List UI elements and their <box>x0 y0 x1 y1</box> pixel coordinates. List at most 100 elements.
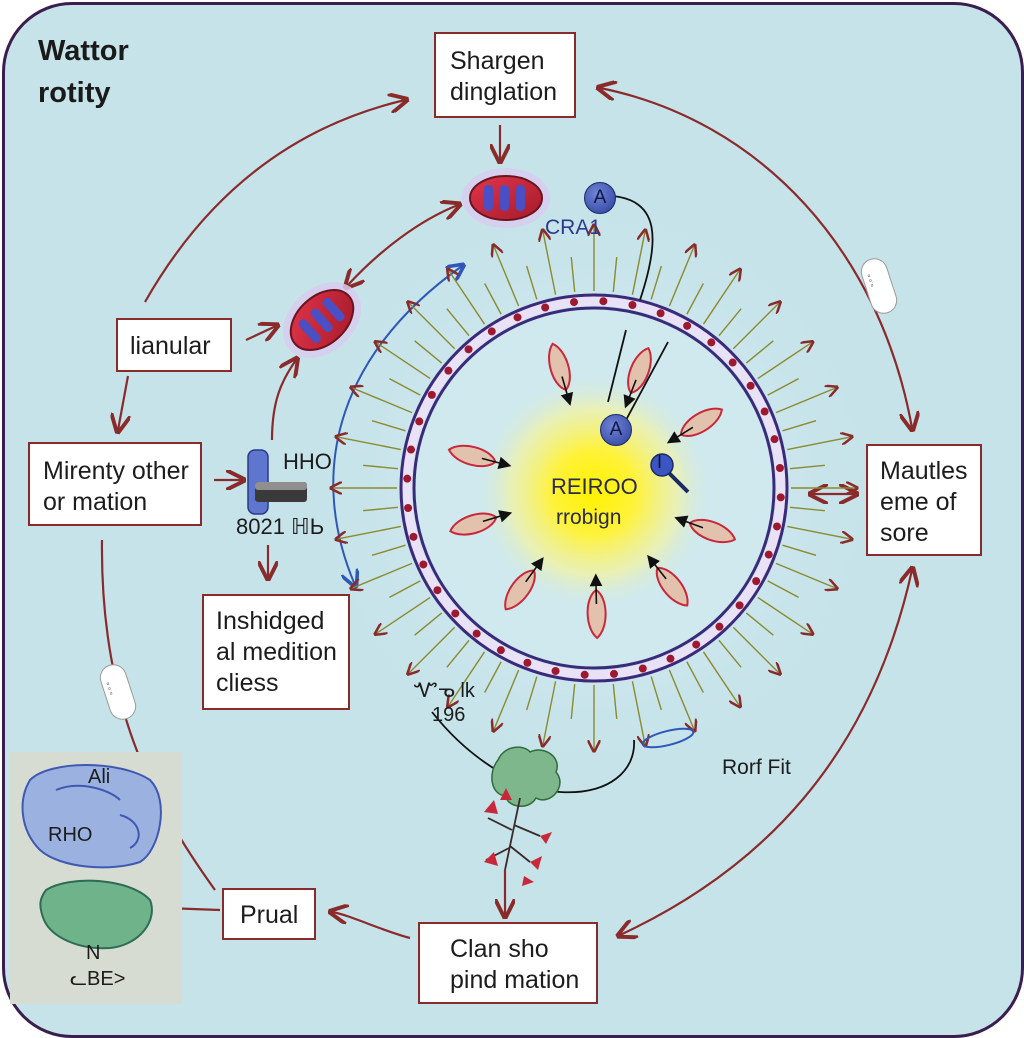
spike <box>494 669 520 730</box>
arrow-to-top-box <box>144 100 405 303</box>
spike <box>612 683 618 719</box>
membrane-bead <box>451 609 460 618</box>
spike <box>448 651 486 706</box>
membrane-bead <box>496 646 505 655</box>
arrow-right-to-bottom <box>620 570 912 935</box>
spike <box>686 283 704 315</box>
line-to-inner-a-1 <box>607 329 627 403</box>
membrane-bead <box>735 601 744 610</box>
membrane-band <box>402 296 786 680</box>
spike <box>732 626 779 673</box>
spike <box>570 257 576 293</box>
spike <box>389 378 421 396</box>
spike <box>767 580 799 598</box>
spike <box>745 612 774 636</box>
box-left-lower-line-2: al medition <box>216 638 337 666</box>
membrane-outer <box>399 293 789 683</box>
membrane-bead <box>409 532 418 541</box>
spike <box>650 676 663 711</box>
spike <box>702 270 739 325</box>
box-bottom-center: Clan sho pind mation <box>418 922 598 1004</box>
membrane-bead <box>404 503 413 512</box>
spike <box>782 419 817 432</box>
spike <box>757 596 812 633</box>
spike <box>376 596 431 633</box>
membrane-bead <box>656 309 665 318</box>
panel-ali-label: Ali <box>88 766 111 788</box>
box-right-line-2: eme of <box>880 488 957 516</box>
membrane-bead <box>599 297 608 306</box>
membrane-bead <box>773 522 782 531</box>
membrane-bead <box>609 669 618 678</box>
box-left-middle: Mirenty other or mation <box>28 442 202 526</box>
roof-fit-label: Rorf Fit <box>722 756 791 779</box>
tag-left <box>99 664 137 720</box>
spike <box>787 525 851 539</box>
receptor-petals <box>447 342 737 640</box>
green-blob <box>491 746 561 807</box>
i-receptor <box>650 453 690 494</box>
membrane-bead <box>683 321 692 330</box>
spike <box>525 676 538 711</box>
core-glow <box>474 372 714 612</box>
spike <box>337 437 401 451</box>
branch-leaves <box>484 788 552 886</box>
squiggle-label-2: 196 <box>432 704 466 726</box>
spike <box>668 246 694 307</box>
membrane-bead <box>580 670 589 679</box>
box-left-upper: lianular <box>116 318 232 372</box>
arrow-lianular-down <box>118 375 128 430</box>
membrane-bead <box>487 327 496 336</box>
spike <box>446 639 470 668</box>
membrane-bead <box>775 464 784 473</box>
spike <box>543 681 557 745</box>
box-bottom-left-line-1: Prual <box>240 901 299 929</box>
receptor-petal <box>623 346 652 409</box>
tag-right <box>860 258 898 314</box>
center-label-1: REIROO <box>551 474 638 499</box>
spike <box>363 506 399 512</box>
receptor-petal <box>449 510 513 536</box>
spike <box>745 340 774 364</box>
receptor-petal <box>504 557 544 611</box>
membrane-bead <box>692 640 701 649</box>
membrane-bead <box>415 417 424 426</box>
box-bottom-center-line-2: pind mation <box>450 966 580 994</box>
spike <box>484 283 502 315</box>
spike <box>414 612 443 636</box>
line-to-inner-a-2 <box>625 341 669 421</box>
box-top-line-1: Shargen <box>450 47 545 75</box>
membrane-bead <box>715 622 724 631</box>
box-right-line-1: Mautles <box>880 457 968 485</box>
box-bottom-center-line-1: Clan sho <box>450 935 549 963</box>
spike <box>446 308 470 337</box>
spike <box>775 388 836 414</box>
membrane-bead <box>433 586 442 595</box>
spike <box>409 303 456 350</box>
membrane-bead <box>760 407 769 416</box>
hho-block <box>247 449 307 515</box>
membrane-bead <box>746 381 755 390</box>
box-right: Mautles eme of sore <box>866 444 982 556</box>
panel-rho-label: RHO <box>48 824 93 846</box>
box-left-middle-line-1: Mirenty other <box>43 457 189 485</box>
spike <box>612 257 618 293</box>
spike <box>389 580 421 598</box>
spike <box>767 378 799 396</box>
squiggle-label-1: Ꮙᓀ lk <box>414 680 475 702</box>
spike <box>494 246 520 307</box>
membrane-bead <box>444 366 453 375</box>
membrane-bead <box>666 654 675 663</box>
membrane-bead <box>464 345 473 354</box>
membrane-bead <box>752 577 761 586</box>
arrow-lianular-to-mito <box>245 326 276 340</box>
spike <box>782 544 817 557</box>
membrane-bead <box>403 474 412 483</box>
squiggle-line <box>431 711 635 794</box>
spike <box>718 639 742 668</box>
box-right-line-3: sore <box>880 519 929 547</box>
spike <box>409 626 456 673</box>
receptor-petal <box>674 515 737 544</box>
title-line-1: Wattor <box>38 35 129 67</box>
